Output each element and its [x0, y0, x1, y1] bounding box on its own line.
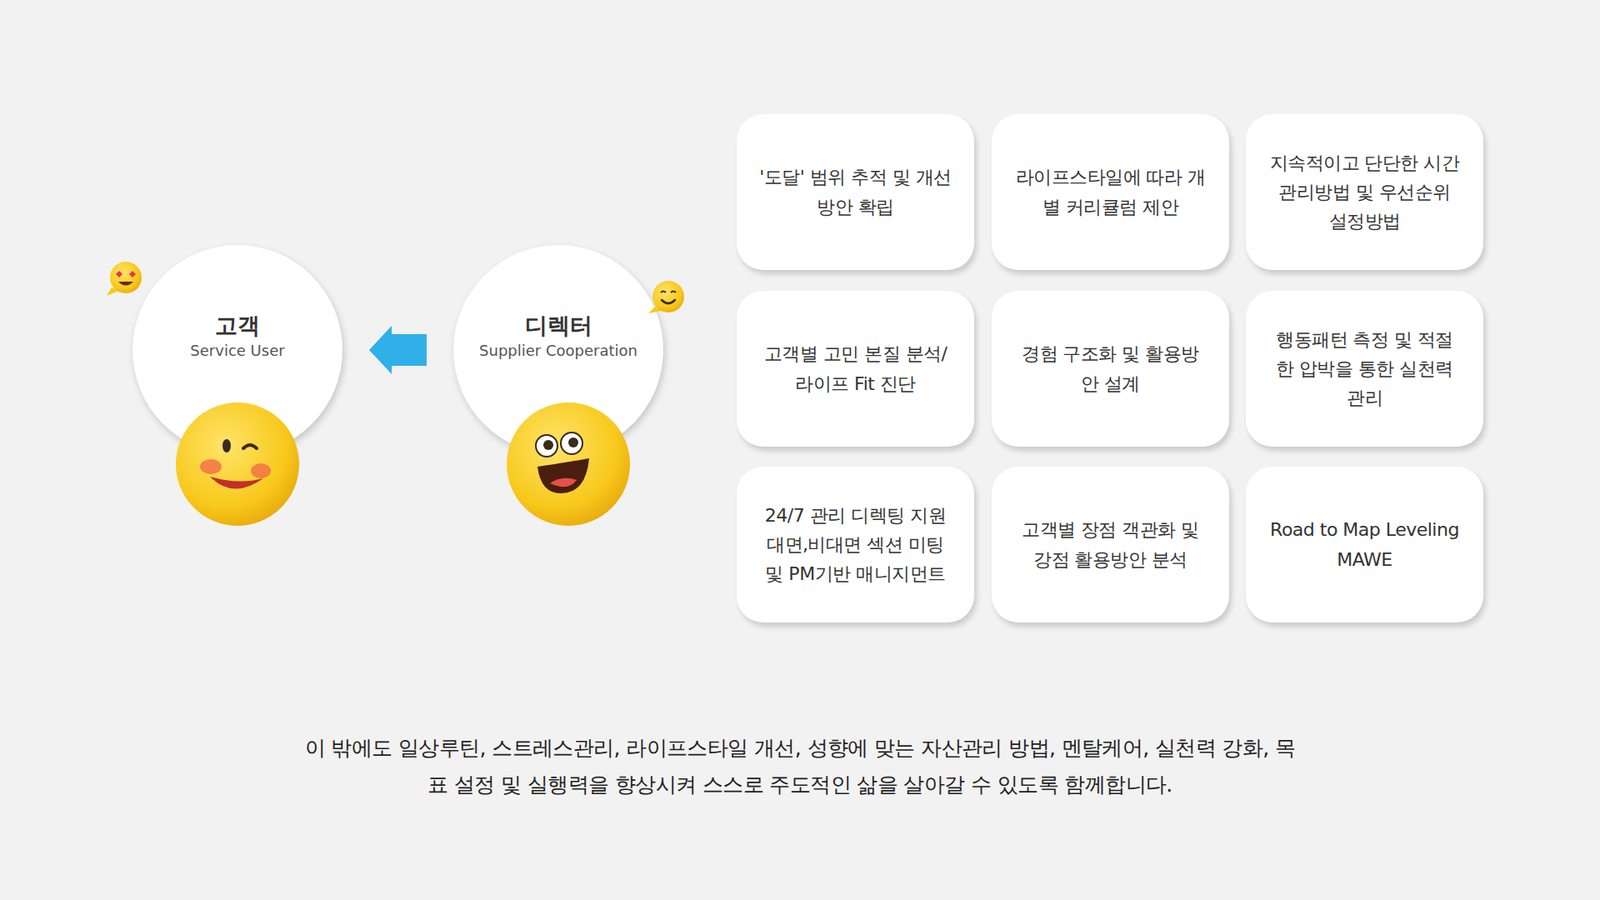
- service-text: 24/7 관리 디렉팅 지원 대면,비대면 섹션 미팅 및 PM기반 매니지먼트: [758, 500, 953, 590]
- laughing-face: [506, 402, 630, 526]
- service-box: 행동패턴 측정 및 적절한 압박을 통한 실천력 관리: [1245, 290, 1484, 447]
- service-text: 행동패턴 측정 및 적절한 압박을 통한 실천력 관리: [1267, 325, 1462, 414]
- role-circle: 디렉터Supplier Cooperation: [453, 245, 664, 455]
- service-text: 고객별 고민 본질 분석/ 라이프 Fit 진단: [758, 339, 953, 398]
- service-text: 고객별 장점 객관화 및 강점 활용방안 분석: [1013, 515, 1208, 574]
- role-subtitle: Service User: [190, 340, 285, 361]
- role-title: 디렉터: [525, 310, 593, 340]
- service-box: 지속적이고 단단한 시간관리방법 및 우선순위 설정방법: [1245, 114, 1484, 270]
- block-arrow: [369, 325, 427, 375]
- role-circle: 고객Service User: [132, 245, 343, 455]
- service-text: Road to Map Leveling MAWE: [1267, 515, 1462, 574]
- service-box: '도달' 범위 추적 및 개선방안 확립: [736, 114, 975, 270]
- caption: 이 밖에도 일상루틴, 스트레스관리, 라이프스타일 개선, 성향에 맞는 자산…: [300, 730, 1300, 804]
- happy-face: [175, 402, 300, 526]
- role-title: 고객: [215, 310, 260, 340]
- service-box: 경험 구조화 및 활용방안 설계: [991, 290, 1230, 447]
- service-text: '도달' 범위 추적 및 개선방안 확립: [758, 162, 953, 221]
- heart-eyes-emoji: [106, 261, 142, 296]
- smile-emoji: [648, 280, 685, 314]
- service-box: 라이프스타일에 따라 개별 커리큘럼 제안: [991, 114, 1230, 270]
- service-text: 경험 구조화 및 활용방안 설계: [1013, 339, 1208, 398]
- service-box: Road to Map Leveling MAWE: [1245, 466, 1484, 623]
- service-box: 고객별 장점 객관화 및 강점 활용방안 분석: [991, 466, 1230, 623]
- role-subtitle: Supplier Cooperation: [479, 340, 638, 361]
- service-box: 24/7 관리 디렉팅 지원 대면,비대면 섹션 미팅 및 PM기반 매니지먼트: [736, 466, 975, 623]
- service-text: 라이프스타일에 따라 개별 커리큘럼 제안: [1013, 162, 1208, 221]
- service-text: 지속적이고 단단한 시간관리방법 및 우선순위 설정방법: [1267, 148, 1462, 237]
- service-box: 고객별 고민 본질 분석/ 라이프 Fit 진단: [736, 290, 975, 447]
